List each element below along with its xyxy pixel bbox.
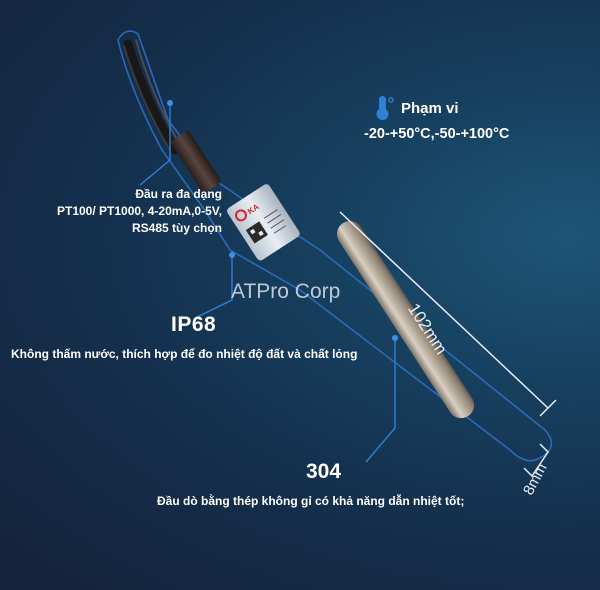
callout-dots	[167, 100, 398, 341]
material-title: 304	[306, 460, 342, 483]
callout-lines	[139, 103, 396, 463]
ip-rating-title: IP68	[171, 313, 217, 336]
output-line-3: RS485 tùy chọn	[131, 221, 222, 235]
material-description: Đầu dò bằng thép không gỉ có khả năng dẫ…	[157, 494, 465, 508]
sensor-outline	[117, 30, 553, 462]
range-value: -20-+50°C,-50-+100°C	[364, 126, 510, 142]
ip-rating-description: Không thấm nước, thích hợp để đo nhiệt đ…	[11, 347, 358, 361]
dimension-lines	[339, 211, 557, 478]
output-line-1: Đầu ra đa dạng	[135, 187, 222, 201]
range-title: Phạm vi	[401, 100, 459, 117]
watermark: ATPro Corp	[231, 280, 341, 303]
sensor-label: KA	[227, 184, 300, 261]
output-line-2: PT100/ PT1000, 4-20mA,0-5V,	[57, 204, 222, 218]
steel-probe	[336, 221, 475, 419]
output-callout: Đầu ra đa dạng PT100/ PT1000, 4-20mA,0-5…	[57, 186, 222, 237]
cable	[123, 39, 183, 155]
heat-shrink-sleeve	[170, 131, 221, 193]
thermometer-icon	[376, 96, 394, 120]
